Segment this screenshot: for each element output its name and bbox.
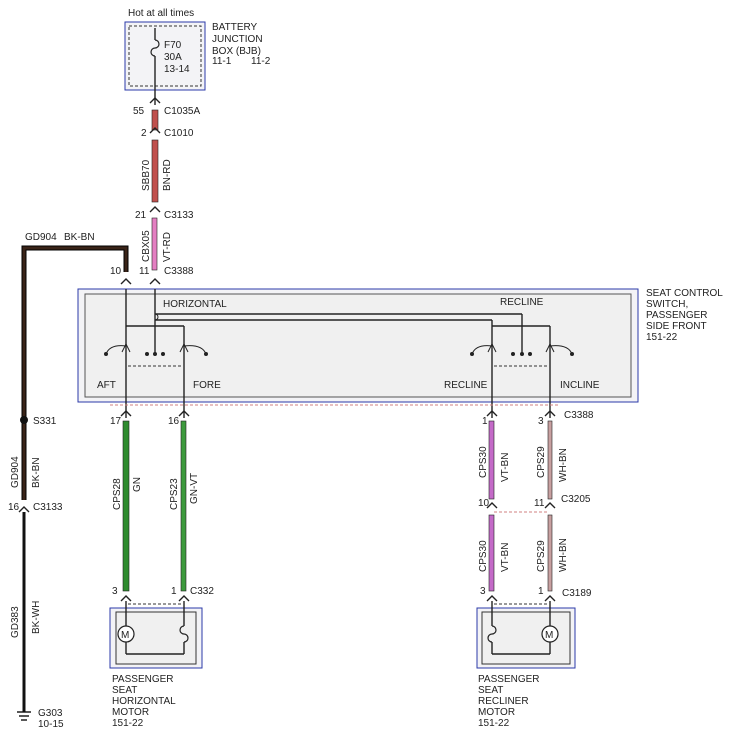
wire-vt-rd bbox=[151, 217, 158, 271]
wire-cps23 bbox=[180, 420, 187, 592]
fuse-amps: 30A bbox=[164, 52, 182, 63]
bjb-ref-a: 11-1 bbox=[212, 56, 232, 67]
c3388-bottom-pin-a: 17 bbox=[110, 416, 122, 427]
horizontal-motor-line-2: SEAT bbox=[112, 685, 137, 696]
gd383-circuit: GD383 bbox=[10, 606, 21, 638]
cps30-a-circuit: CPS30 bbox=[478, 446, 489, 478]
switch-recline-position-label: RECLINE bbox=[444, 380, 488, 391]
switch-title-line-4: SIDE FRONT bbox=[646, 321, 707, 332]
gd383-color: BK-WH bbox=[31, 601, 42, 634]
fuse-label: F70 bbox=[164, 40, 182, 51]
switch-incline-label: INCLINE bbox=[560, 380, 600, 391]
bjb-label-line-3: BOX (BJB) bbox=[212, 46, 261, 57]
c3388-bottom-label: C3388 bbox=[564, 410, 594, 421]
c3388-top-pin-b: 11 bbox=[139, 266, 150, 277]
gd904-side-circuit: GD904 bbox=[10, 456, 21, 488]
wire-cps29-b bbox=[547, 514, 553, 592]
switch-horizontal-label: HORIZONTAL bbox=[163, 299, 227, 310]
g303-label: G303 bbox=[38, 708, 63, 719]
g303-ref: 10-15 bbox=[38, 719, 64, 730]
recliner-motor-line-2: SEAT bbox=[478, 685, 503, 696]
c3388-top-label: C3388 bbox=[164, 266, 194, 277]
recliner-motor-line-5: 151-22 bbox=[478, 718, 510, 729]
wire-cps29-a bbox=[547, 420, 553, 500]
c3388-bottom-pin-c: 1 bbox=[482, 416, 488, 427]
c3133-top-label: C3133 bbox=[164, 210, 194, 221]
sbb70-color: BN-RD bbox=[162, 159, 173, 191]
c3388-bottom-pin-b: 16 bbox=[168, 416, 180, 427]
c332-label: C332 bbox=[190, 586, 214, 597]
fuse-f70-symbol bbox=[150, 39, 160, 57]
horizontal-motor-line-4: MOTOR bbox=[112, 707, 149, 718]
recliner-motor-line-3: RECLINER bbox=[478, 696, 529, 707]
switch-title-line-3: PASSENGER bbox=[646, 310, 708, 321]
recliner-motor-line-1: PASSENGER bbox=[478, 674, 540, 685]
cps29-a-color: WH-BN bbox=[558, 448, 569, 482]
c3205-pin-a: 10 bbox=[478, 498, 490, 509]
wire-cps28 bbox=[122, 420, 130, 592]
switch-title-line-1: SEAT CONTROL bbox=[646, 288, 723, 299]
s331-label: S331 bbox=[33, 416, 57, 427]
fuse-ref: 13-14 bbox=[164, 64, 190, 75]
horizontal-motor-line-1: PASSENGER bbox=[112, 674, 174, 685]
bjb-label-line-2: JUNCTION bbox=[212, 34, 263, 45]
recliner-motor-line-4: MOTOR bbox=[478, 707, 515, 718]
recliner-motor-m: M bbox=[545, 630, 553, 641]
wire-bn-rd-seg1 bbox=[151, 109, 159, 131]
switch-title-line-2: SWITCH, bbox=[646, 299, 688, 310]
cbx05-circuit: CBX05 bbox=[141, 230, 152, 262]
bjb-ref-b: 11-2 bbox=[251, 56, 271, 67]
seat-control-switch-inner bbox=[84, 293, 632, 398]
horizontal-motor-line-5: 151-22 bbox=[112, 718, 144, 729]
c3388-bottom-pin-d: 3 bbox=[538, 416, 544, 427]
horizontal-motor-m: M bbox=[121, 630, 129, 641]
c1010-label: C1010 bbox=[164, 128, 194, 139]
cps30-b-circuit: CPS30 bbox=[478, 540, 489, 572]
c1035a-label: C1035A bbox=[164, 106, 200, 117]
cps28-color: GN bbox=[132, 477, 143, 492]
c3133-left-pin: 16 bbox=[8, 502, 20, 513]
bjb-inner-dashed bbox=[128, 25, 202, 87]
gd904-top-color: BK-BN bbox=[64, 232, 95, 243]
gd904-top-circuit: GD904 bbox=[25, 232, 57, 243]
c332-pin-b: 1 bbox=[171, 586, 177, 597]
switch-fore-label: FORE bbox=[193, 380, 221, 391]
cps23-color: GN-VT bbox=[189, 473, 200, 504]
bjb-box bbox=[124, 21, 206, 91]
cps30-a-color: VT-BN bbox=[500, 453, 511, 482]
c3388-top-pin-a: 10 bbox=[110, 266, 122, 277]
switch-title-line-5: 151-22 bbox=[646, 332, 678, 343]
wire-bn-rd-seg2 bbox=[151, 139, 159, 203]
c3189-label: C3189 bbox=[562, 588, 592, 599]
cps29-a-circuit: CPS29 bbox=[536, 446, 547, 478]
c3189-pin-a: 3 bbox=[480, 586, 486, 597]
c1010-pin: 2 bbox=[141, 128, 147, 139]
c1035a-pin: 55 bbox=[133, 106, 145, 117]
wire-cps30-a bbox=[488, 420, 495, 500]
cps29-b-color: WH-BN bbox=[558, 538, 569, 572]
cps28-circuit: CPS28 bbox=[112, 478, 123, 510]
wire-cps30-b bbox=[488, 514, 495, 592]
cbx05-color: VT-RD bbox=[162, 232, 173, 262]
horizontal-motor-line-3: HORIZONTAL bbox=[112, 696, 176, 707]
c3205-label: C3205 bbox=[561, 494, 591, 505]
cps30-b-color: VT-BN bbox=[500, 543, 511, 572]
c332-pin-a: 3 bbox=[112, 586, 118, 597]
switch-recline-label: RECLINE bbox=[500, 297, 544, 308]
c3189-pin-b: 1 bbox=[538, 586, 544, 597]
cps23-circuit: CPS23 bbox=[169, 478, 180, 510]
c3205-pin-b: 11 bbox=[534, 498, 545, 509]
cps29-b-circuit: CPS29 bbox=[536, 540, 547, 572]
hot-at-all-times-label: Hot at all times bbox=[128, 8, 194, 19]
sbb70-circuit: SBB70 bbox=[141, 159, 152, 191]
bjb-label-line-1: BATTERY bbox=[212, 22, 258, 33]
switch-aft-label: AFT bbox=[97, 380, 116, 391]
wire-gd904 bbox=[22, 246, 128, 500]
splice-s331 bbox=[20, 416, 28, 424]
c3133-top-pin: 21 bbox=[135, 210, 147, 221]
gd904-side-color: BK-BN bbox=[31, 457, 42, 488]
c3133-left-label: C3133 bbox=[33, 502, 63, 513]
